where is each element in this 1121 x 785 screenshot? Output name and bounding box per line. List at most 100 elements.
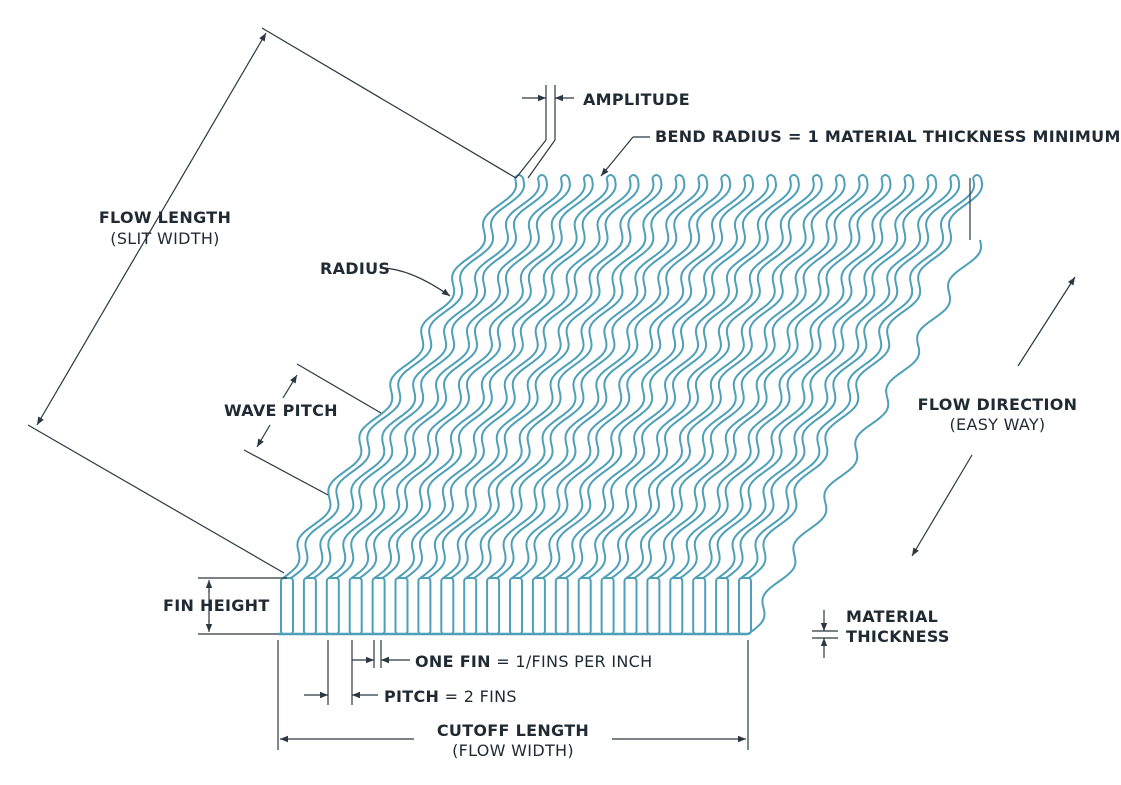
- fin-top-bend: [605, 174, 616, 179]
- right-edge-wave: [747, 239, 983, 635]
- wave-pitch-ext-bottom: [243, 449, 329, 496]
- one-fin-term: ONE FIN: [415, 652, 491, 671]
- fin-top-bend: [949, 174, 959, 179]
- fin-top-bend: [811, 174, 822, 179]
- flow-direction-arrow-up: [1017, 276, 1076, 367]
- fin-height-label: FIN HEIGHT: [163, 596, 270, 615]
- material-thickness-head-top: [820, 623, 828, 631]
- fin-front-face: [509, 577, 523, 635]
- slit-width-label: (SLIT WIDTH): [110, 229, 220, 248]
- fin-wave-line: [473, 177, 709, 579]
- fin-top-bend: [651, 174, 662, 179]
- flow-length-ext-bottom: [27, 424, 285, 574]
- fin-top-bend: [559, 174, 570, 179]
- fin-wave-line: [305, 177, 541, 579]
- fin-wave-line: [328, 177, 563, 579]
- fin-wave-line: [656, 177, 892, 579]
- fin-wave-line: [580, 177, 815, 579]
- pitch-label: PITCH = 2 FINS: [384, 687, 517, 706]
- amplitude-label: AMPLITUDE: [583, 90, 690, 109]
- fin-front-face: [394, 577, 409, 635]
- radius-head: [441, 288, 450, 296]
- fin-top-bend: [903, 174, 914, 179]
- fin-wave-line: [419, 177, 655, 579]
- fin-wave-line: [465, 177, 701, 579]
- fin-wave-line: [282, 177, 518, 579]
- amplitude-ext-slant-right: [527, 139, 556, 179]
- thickness-label: THICKNESS: [846, 627, 950, 646]
- amplitude-ext-slant-left: [515, 139, 547, 179]
- fin-wave-line: [427, 177, 663, 579]
- fin-wave-line: [740, 177, 976, 579]
- pitch-equation: = 2 FINS: [444, 687, 517, 706]
- fin-top-bend: [972, 174, 982, 179]
- fin-front-face: [302, 577, 317, 635]
- fin-front-face: [669, 577, 684, 635]
- material-label: MATERIAL: [846, 607, 939, 626]
- cutoff-head-right: [738, 735, 746, 743]
- amplitude-head-right: [555, 94, 563, 102]
- fin-wave-line: [519, 177, 755, 579]
- fin-wave-line: [725, 177, 961, 579]
- fin-wave-line: [588, 177, 823, 579]
- fin-wave-line: [450, 177, 686, 579]
- flow-length-label: FLOW LENGTH: [98, 208, 232, 227]
- fin-wave-line: [633, 177, 869, 579]
- fin-wave-line: [542, 177, 778, 579]
- fin-wave-line: [648, 177, 884, 579]
- pitch-head-left: [320, 691, 328, 699]
- fin-front-face: [417, 577, 432, 635]
- one-fin-head-left: [366, 656, 374, 664]
- fin-wave-line: [694, 177, 930, 579]
- fin-wave-line: [313, 177, 549, 579]
- fin-wave-line: [336, 177, 571, 579]
- fin-wave-line: [679, 177, 915, 579]
- fin-wave-line: [611, 177, 846, 579]
- easy-way-label: (EASY WAY): [949, 415, 1046, 434]
- fin-wave-line: [382, 177, 617, 579]
- fin-wave-line: [374, 177, 609, 579]
- fin-wave-line: [404, 177, 640, 579]
- amplitude-head-left: [538, 94, 546, 102]
- fin-front-face: [715, 577, 730, 635]
- fin-top-bend: [582, 174, 593, 179]
- fin-top-bend: [834, 174, 845, 179]
- fin-wave-line: [442, 177, 678, 579]
- wave-pitch-head-top: [290, 375, 297, 384]
- fin-wave-line: [565, 177, 800, 579]
- fin-front-face: [646, 577, 661, 635]
- fin-wave-line: [396, 177, 632, 579]
- fin-top-bend: [788, 174, 799, 179]
- fin-wave-line: [351, 177, 586, 579]
- fin-top-bend: [743, 174, 753, 179]
- wave-pitch-label: WAVE PITCH: [224, 401, 338, 420]
- flow-length-ext-top: [261, 27, 517, 179]
- fin-wave-line: [290, 177, 526, 579]
- fin-top-bend: [926, 174, 937, 179]
- fin-top-bend: [720, 174, 730, 179]
- fin-front-face: [600, 577, 615, 635]
- bend-radius-label: BEND RADIUS = 1 MATERIAL THICKNESS MINIM…: [655, 127, 1121, 146]
- flow-direction-head-up: [1067, 277, 1075, 286]
- flow-length-dim-head-start: [37, 416, 44, 425]
- fin-wave-line: [488, 177, 724, 579]
- fin-front-face: [692, 577, 707, 635]
- fin-front-face: [738, 577, 752, 635]
- fin-wave-line: [534, 177, 770, 579]
- one-fin-head-right: [381, 656, 389, 664]
- fin-top-bend: [857, 174, 868, 179]
- flow-length-dim-head-end: [259, 33, 266, 42]
- fin-wave-line: [511, 177, 747, 579]
- fin-wave-line: [557, 177, 792, 579]
- flow-length-dim: [36, 32, 267, 426]
- fin-front-face: [554, 577, 569, 635]
- flow-width-label: (FLOW WIDTH): [452, 741, 574, 760]
- fin-front-face: [348, 577, 363, 635]
- wave-pitch-head-bottom: [257, 438, 264, 447]
- pitch-term: PITCH: [384, 687, 440, 706]
- radius-label: RADIUS: [320, 259, 391, 278]
- fin-wave-line: [717, 177, 953, 579]
- fin-wave-line: [671, 177, 907, 579]
- fin-front-face: [463, 577, 478, 635]
